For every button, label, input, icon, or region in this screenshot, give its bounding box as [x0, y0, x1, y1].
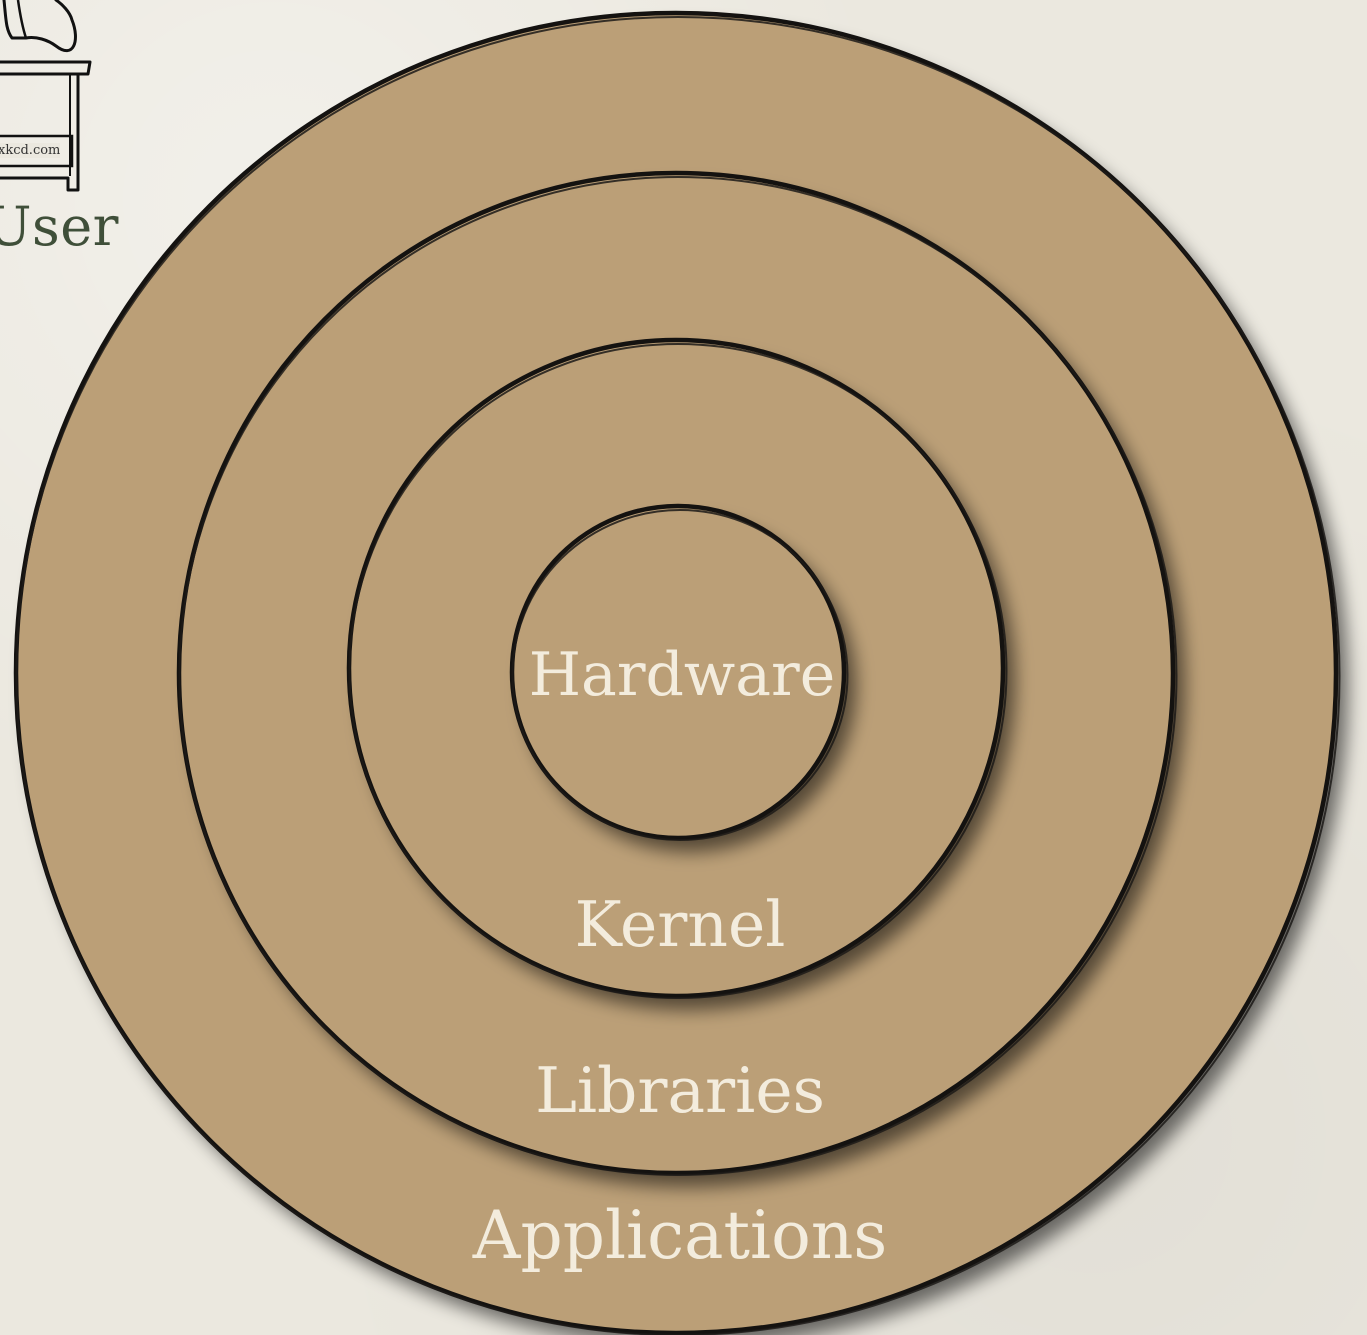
- label-applications: Applications: [472, 1197, 887, 1274]
- user-figure: xkcd.com User: [0, 0, 140, 270]
- credit-text: xkcd.com: [0, 143, 60, 158]
- label-kernel: Kernel: [575, 888, 786, 961]
- label-hardware: Hardware: [529, 640, 836, 710]
- desk-computer-icon: [0, 0, 140, 200]
- user-label: User: [0, 200, 119, 254]
- label-libraries: Libraries: [535, 1054, 825, 1127]
